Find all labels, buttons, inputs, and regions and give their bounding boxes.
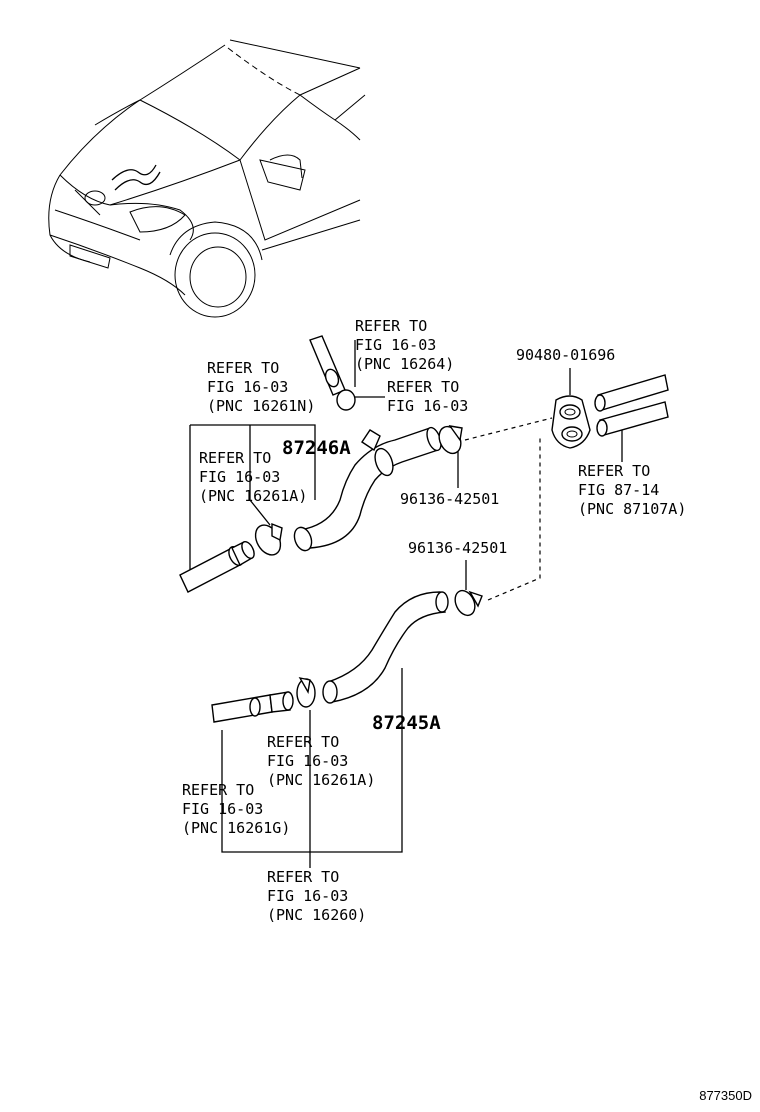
heater-hose-87246A: [293, 426, 442, 552]
part-number-grommet: 90480-01696: [516, 346, 615, 364]
hose-clamp-lower-left: [296, 677, 316, 708]
part-number-labels: 90480-01696 96136-42501 96136-42501 8724…: [282, 346, 615, 734]
part-number-hose-87245A: 87245A: [372, 712, 441, 734]
hose-clamp-lower-right: [454, 589, 483, 617]
callout-refer-fig-16-03: REFER TO FIG 16-03: [387, 378, 468, 415]
parts: [179, 335, 669, 723]
callout-refer-16261N: REFER TO FIG 16-03 (PNC 16261N): [207, 359, 315, 415]
part-number-clamp-upper: 96136-42501: [400, 490, 499, 508]
callout-refer-16261A-upper: REFER TO FIG 16-03 (PNC 16261A): [199, 449, 307, 505]
hose-clamp-upper-left: [254, 522, 283, 556]
lower-engine-pipe: [211, 691, 294, 723]
callout-labels: REFER TO FIG 16-03 (PNC 16264) REFER TO …: [182, 317, 686, 924]
figure-code: 877350D: [699, 1088, 752, 1103]
hose-clamp-upper-right: [438, 425, 463, 455]
part-number-clamp-lower: 96136-42501: [408, 539, 507, 557]
callout-refer-16264: REFER TO FIG 16-03 (PNC 16264): [355, 317, 454, 373]
vehicle-front-illustration: [48, 39, 366, 318]
callout-refer-87107A: REFER TO FIG 87-14 (PNC 87107A): [578, 462, 686, 518]
heater-core-pipes: [594, 374, 669, 437]
grommet-90480-01696: [551, 395, 591, 449]
heater-hose-87245A: [322, 591, 449, 704]
callout-refer-16261G: REFER TO FIG 16-03 (PNC 16261G): [182, 781, 290, 837]
upper-engine-pipe: [179, 541, 255, 593]
upper-small-pipe: [309, 335, 356, 411]
leader-lines: [189, 340, 623, 868]
part-number-hose-87246A: 87246A: [282, 437, 351, 459]
callout-refer-16260: REFER TO FIG 16-03 (PNC 16260): [267, 868, 366, 924]
callout-refer-16261A-lower: REFER TO FIG 16-03 (PNC 16261A): [267, 733, 375, 789]
